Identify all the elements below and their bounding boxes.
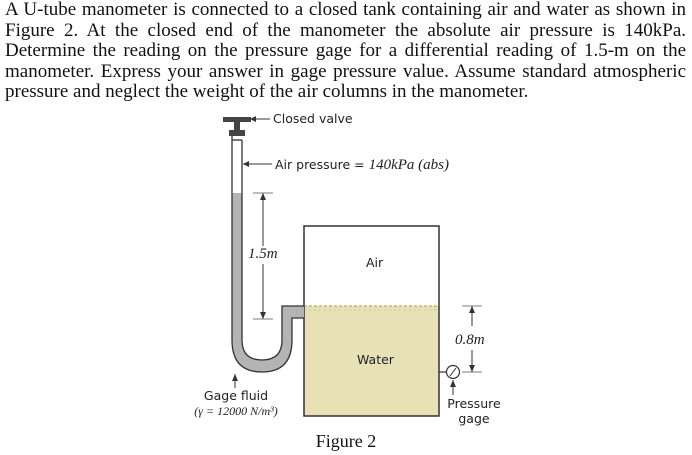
gage-fluid-weight: (γ = 12000 N/m³) (194, 404, 277, 418)
pressure-gage-label-line2: gage (458, 411, 490, 426)
tank-outline (303, 225, 440, 417)
figure-caption: Figure 2 (316, 431, 377, 451)
problem-statement: A U-tube manometer is connected to a clo… (5, 0, 686, 102)
air-pressure-prefix: Air pressure = (275, 157, 369, 172)
depth-label: 0.8m (455, 332, 485, 348)
depth-dimension (462, 305, 482, 373)
gage-fluid (232, 193, 304, 372)
air-pressure-label: Air pressure = 140kPa (abs) (275, 157, 449, 173)
manometer-reading-label: 1.5m (248, 246, 278, 262)
tank-air-label: Air (366, 255, 384, 270)
tank-water-label: Water (357, 352, 395, 367)
closed-valve-label: Closed valve (273, 111, 353, 126)
air-pressure-value: 140kPa (abs) (369, 157, 449, 173)
tank-water-region (304, 306, 439, 416)
gage-fluid-label: Gage fluid (204, 388, 268, 403)
closed-tank (303, 225, 440, 417)
pressure-gage-label-line1: Pressure (447, 396, 501, 411)
pressure-gage-icon (439, 364, 461, 395)
u-tube-manometer (231, 130, 304, 373)
closed-valve-icon (223, 116, 270, 136)
manometer-reading-dimension (253, 192, 273, 320)
